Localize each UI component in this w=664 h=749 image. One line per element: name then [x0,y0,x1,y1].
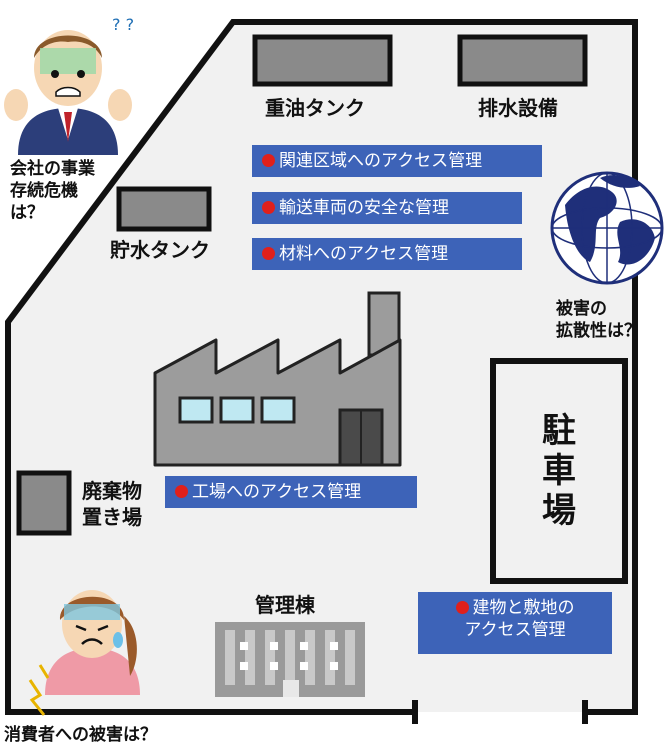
bullet-icon [455,601,469,614]
consumer-harm-question: 消費者への被害は？ [4,725,157,745]
question-line: 存続危機 [10,181,78,201]
water-tank-icon [116,186,212,232]
question-line: は？ [10,203,44,223]
business-continuity-question: 会社の事業 存続危機 は？ [10,158,95,224]
access-control-box: 材料へのアクセス管理 [252,238,522,270]
access-control-label: 工場へのアクセス管理 [192,482,362,502]
access-control-label: 材料へのアクセス管理 [279,244,449,264]
svg-text:? ?: ? ? [112,15,134,34]
heavy-oil-tank-label: 重油タンク [265,96,365,120]
sick-consumer-icon [28,590,140,716]
waste-storage-label-line1: 廃棄物 [82,479,142,503]
question-line: 会社の事業 [10,159,95,179]
question-line: 被害の [556,299,607,319]
bullet-icon [262,201,275,214]
waste-storage-label: 廃棄物 置き場 [82,478,142,530]
worried-businessman-icon: ? ? [4,15,134,155]
building-access-line2: アクセス管理 [464,620,566,640]
damage-spread-question: 被害の 拡散性は？ [556,298,641,342]
access-control-label: 輸送車両の安全な管理 [279,198,449,218]
admin-building-icon [215,622,365,697]
building-access-box: 建物と敷地の アクセス管理 [418,592,612,654]
waste-storage-label-line2: 置き場 [82,505,142,529]
bullet-icon [175,485,188,498]
parking-lot: 駐 車 場 [490,358,628,584]
parking-char-3: 場 [542,491,576,531]
access-control-label: 関連区域へのアクセス管理 [279,151,483,171]
question-line: 拡散性は？ [556,321,641,341]
access-control-box: 輸送車両の安全な管理 [252,192,522,224]
access-control-box: 関連区域へのアクセス管理 [252,145,542,177]
globe-icon [550,171,664,285]
admin-building-label: 管理棟 [255,593,315,617]
access-control-box: 工場へのアクセス管理 [165,476,417,508]
factory-icon [153,291,402,467]
water-tank-label: 貯水タンク [110,238,210,262]
drainage-facility-icon [457,34,588,87]
bullet-icon [262,247,275,260]
parking-char-1: 駐 [542,411,576,451]
parking-char-2: 車 [542,451,576,491]
waste-storage-icon [16,470,72,536]
bullet-icon [262,154,275,167]
drainage-facility-label: 排水設備 [478,96,558,120]
building-access-line1: 建物と敷地の [472,598,575,618]
heavy-oil-tank-icon [252,34,393,87]
site-fence [5,19,638,715]
